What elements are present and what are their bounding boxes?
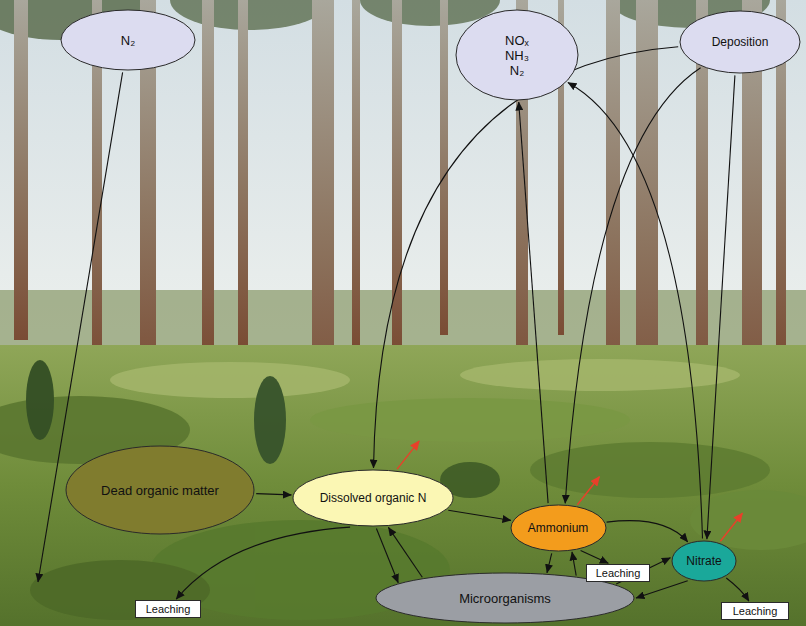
pool-ellipse: Ammonium bbox=[510, 504, 607, 552]
label-stack: Nitrate bbox=[686, 554, 721, 568]
node-label: N₂ bbox=[121, 33, 135, 48]
flow-arrow bbox=[388, 527, 422, 577]
ellipse-shape bbox=[672, 541, 736, 581]
node-label: Nitrate bbox=[686, 554, 721, 568]
flow-arrow bbox=[519, 102, 548, 503]
box-shape bbox=[722, 603, 789, 620]
box-shape bbox=[587, 565, 650, 582]
node-label: Deposition bbox=[712, 35, 769, 49]
ellipse-shape bbox=[61, 10, 195, 70]
ellipse-shape bbox=[680, 11, 800, 73]
gas-ellipse: N₂ bbox=[60, 9, 196, 71]
uptake-arrow bbox=[397, 441, 419, 469]
flow-arrow bbox=[726, 578, 749, 601]
ellipse-shape bbox=[456, 10, 578, 100]
flow-arrow bbox=[374, 47, 679, 468]
label-stack: Ammonium bbox=[528, 521, 589, 535]
node-label: NOₓ bbox=[505, 33, 529, 48]
node-label: Dissolved organic N bbox=[320, 491, 427, 505]
ellipse-shape bbox=[293, 470, 453, 526]
label-stack: Leaching bbox=[733, 605, 778, 618]
ellipse-shape bbox=[511, 505, 606, 551]
flow-arrow bbox=[547, 553, 552, 573]
label-stack: Dead organic matter bbox=[101, 483, 219, 498]
gas-ellipse: NOₓNH₃N₂ bbox=[455, 9, 579, 101]
uptake-arrow bbox=[577, 477, 599, 505]
leaching-box: Leaching bbox=[721, 602, 789, 620]
node-label: NH₃ bbox=[505, 48, 529, 63]
flow-arrow bbox=[581, 551, 609, 564]
node-label: N₂ bbox=[505, 63, 529, 78]
node-label: Leaching bbox=[596, 567, 641, 580]
pool-ellipse: Nitrate bbox=[671, 540, 737, 582]
node-label: Ammonium bbox=[528, 521, 589, 535]
deposition-ellipse: Deposition bbox=[679, 10, 801, 74]
node-label: Leaching bbox=[146, 603, 191, 616]
flow-arrow bbox=[565, 68, 700, 504]
pool-ellipse: Dead organic matter bbox=[65, 445, 255, 535]
flow-arrow bbox=[707, 75, 735, 539]
label-stack: NOₓNH₃N₂ bbox=[505, 33, 529, 78]
label-stack: Dissolved organic N bbox=[320, 491, 427, 505]
label-stack: Leaching bbox=[596, 567, 641, 580]
node-label: Dead organic matter bbox=[101, 483, 219, 498]
label-stack: Deposition bbox=[712, 35, 769, 49]
flow-arrow bbox=[256, 494, 291, 495]
pool-ellipse: Dissolved organic N bbox=[292, 469, 454, 527]
leaching-box: Leaching bbox=[135, 600, 201, 618]
flow-arrow bbox=[568, 83, 703, 539]
label-stack: N₂ bbox=[121, 33, 135, 48]
uptake-arrow bbox=[720, 513, 742, 541]
flow-arrow bbox=[572, 552, 576, 576]
box-shape bbox=[136, 601, 201, 618]
label-stack: Microorganisms bbox=[459, 591, 551, 606]
node-label: Leaching bbox=[733, 605, 778, 618]
label-stack: Leaching bbox=[146, 603, 191, 616]
ellipse-shape bbox=[66, 446, 254, 534]
leaching-box: Leaching bbox=[586, 564, 650, 582]
node-label: Microorganisms bbox=[459, 591, 551, 606]
flow-arrow bbox=[636, 581, 688, 598]
flow-arrow bbox=[448, 510, 511, 520]
flow-arrow bbox=[607, 521, 688, 542]
flow-arrow bbox=[176, 527, 350, 599]
